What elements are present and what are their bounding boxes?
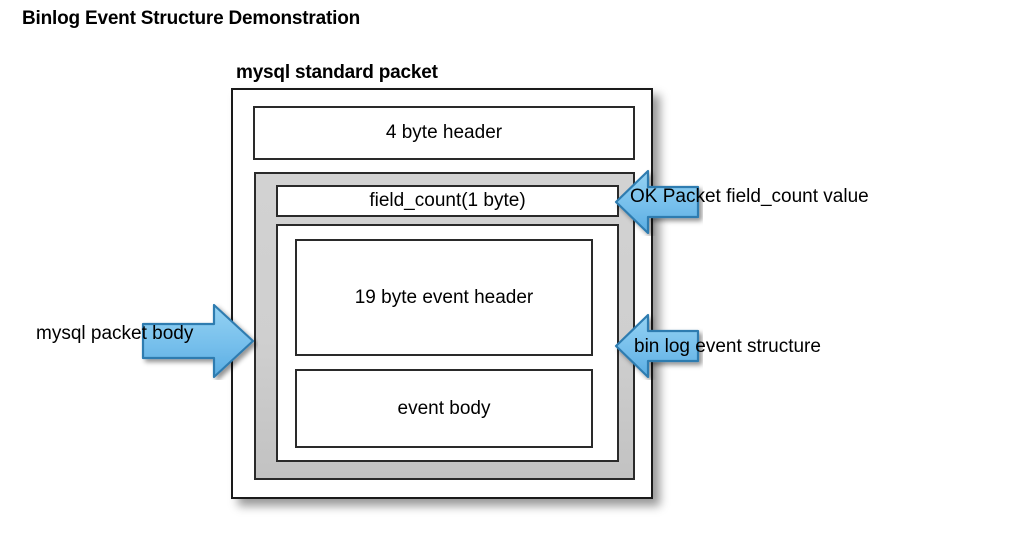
- arrow-left-pointing-ok-packet-icon: [613, 168, 703, 236]
- mysql-packet-body-box: field_count(1 byte) 19 byte event header…: [254, 172, 635, 480]
- field-count-label: field_count(1 byte): [369, 190, 526, 211]
- mysql-standard-packet-box: 4 byte header field_count(1 byte) 19 byt…: [231, 88, 653, 499]
- page-title: Binlog Event Structure Demonstration: [22, 8, 361, 29]
- binlog-event-structure-box: 19 byte event header event body: [276, 224, 619, 462]
- field-count-box: field_count(1 byte): [276, 185, 619, 217]
- event-header-box: 19 byte event header: [295, 239, 593, 356]
- event-header-label: 19 byte event header: [354, 286, 534, 308]
- annotation-mysql-packet-body: mysql packet body: [36, 323, 194, 344]
- annotation-bin-log-event-structure: bin log event structure: [634, 336, 821, 357]
- annotation-ok-packet-field-count: OK Packet field_count value: [630, 186, 869, 207]
- four-byte-header-box: 4 byte header: [253, 106, 635, 160]
- packet-diagram-label: mysql standard packet: [236, 62, 438, 83]
- four-byte-header-label: 4 byte header: [385, 122, 503, 143]
- arrow-left-pointing-binlog-icon: [613, 312, 703, 380]
- arrow-right-pointing-packet-body-icon: [140, 302, 258, 380]
- event-body-label: event body: [397, 397, 491, 419]
- event-body-box: event body: [295, 369, 593, 448]
